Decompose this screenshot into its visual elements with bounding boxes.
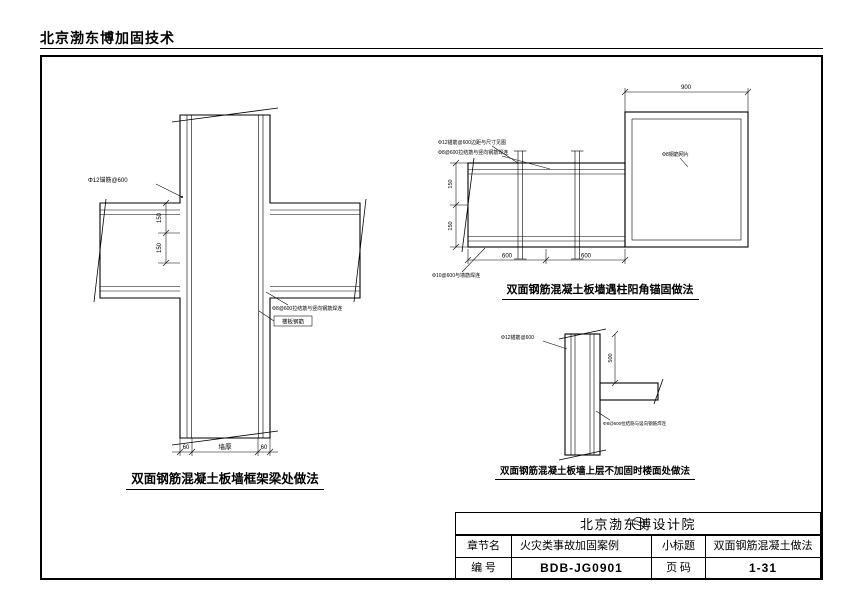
chapter-value: 火灾类事故加固案例 — [511, 535, 651, 557]
wall-layer-lines — [468, 169, 625, 242]
design-institute-logo-icon — [631, 516, 645, 531]
dim-150-lower: 150 — [157, 242, 163, 253]
left-dimension-150s — [450, 159, 468, 251]
drawing-border-frame — [40, 55, 823, 580]
tie-bar-leader — [265, 291, 289, 306]
wall-plan-strip — [467, 162, 626, 248]
break-lines — [558, 328, 664, 461]
column-plan-section — [624, 111, 749, 248]
anchor-bar-label: Φ12锚筋@600边距与尺寸见图 — [438, 139, 506, 146]
tie-bar-leader — [595, 410, 611, 421]
title-block: 北京渤东博设计院 章节名 火灾类事故加固案例 小标题 双面钢筋混凝土做法 编 号… — [455, 512, 821, 579]
page-label: 页 码 — [651, 557, 705, 579]
weld-leader — [461, 247, 486, 273]
floor-level-caption: 双面钢筋混凝土板墙上层不加固时楼面处做法 — [460, 463, 730, 480]
top-dimension-900 — [621, 88, 752, 112]
weld-label: Φ10@600与墙筋焊连 — [432, 272, 480, 279]
dim-500: 500 — [608, 353, 614, 362]
dim-wall-thickness: 墙厚 — [219, 442, 233, 451]
dim-60-right: 60 — [261, 445, 268, 451]
frame-beam-detail-drawing: 150 150 60 墙厚 60 Φ12锚筋@600 Φ8@600拉结筋与竖向钢… — [88, 107, 367, 456]
column-corner-caption: 双面钢筋混凝土板墙遇柱阳角锚固做法 — [445, 281, 755, 300]
anchor-bar-label: Φ12锚筋@600 — [501, 334, 534, 341]
subtitle-value: 双面钢筋混凝土做法 — [705, 535, 820, 557]
header-rule — [40, 48, 823, 49]
mesh-leader — [679, 157, 689, 168]
reinforcement-layer-lines — [100, 115, 360, 438]
tie-bar-leader — [501, 155, 551, 170]
reinforcement-layer-lines — [570, 334, 595, 455]
tie-bar-label: Φ8@600拉结筋与竖向钢筋焊连 — [438, 149, 508, 156]
frame-beam-caption: 双面钢筋混凝土板墙框架梁处做法 — [75, 468, 375, 490]
column-corner-detail-drawing: 900 600 600 150 150 Φ12锚筋@600边距与尺寸见图 Φ8@… — [432, 85, 752, 279]
bottom-dimension-wall-thickness — [172, 438, 278, 456]
break-lines — [93, 107, 367, 446]
tie-bar-label: Φ8@600拉结筋与竖向钢筋焊连 — [272, 305, 342, 312]
title-block-table: 章节名 火灾类事故加固案例 小标题 双面钢筋混凝土做法 编 号 BDB-JG09… — [456, 535, 820, 579]
page-number-value: 1-31 — [705, 557, 820, 579]
tie-bar-label: Φ8@600拉结筋与竖向钢筋焊连 — [603, 420, 667, 427]
floor-slab-section — [599, 382, 659, 401]
slab-bar-label: 楼板钢筋 — [282, 318, 305, 326]
dim-150-upper: 150 — [448, 179, 454, 188]
dim-150-lower: 150 — [448, 221, 454, 230]
right-dimension-500 — [600, 330, 621, 387]
subtitle-label: 小标题 — [651, 535, 705, 557]
wall-beam-cross-section — [99, 114, 361, 439]
anchor-bar-leader — [491, 145, 519, 164]
dim-60-left: 60 — [183, 445, 190, 451]
dim-600-left: 600 — [502, 254, 513, 260]
sheet-header-title: 北京渤东博加固技术 — [40, 32, 175, 47]
slab-bar-leader — [258, 310, 275, 322]
drawing-number-value: BDB-JG0901 — [511, 557, 651, 579]
wall-section — [564, 333, 601, 456]
dim-150-upper: 150 — [157, 212, 163, 223]
anchor-bar-label: Φ12锚筋@600 — [88, 176, 128, 184]
anchor-bar-leader — [155, 183, 183, 198]
bottom-dimension-600s — [464, 249, 629, 264]
column-inner-reinforcement — [631, 118, 742, 241]
floor-level-detail-drawing: Φ12锚筋@600 500 Φ8@600拉结筋与竖向钢筋焊连 — [501, 328, 667, 461]
dim-600-right: 600 — [581, 254, 592, 260]
mesh-label: Φ8钢筋网片 — [662, 151, 689, 158]
anchor-bar-sets — [514, 150, 584, 260]
side-dimension-150 — [158, 199, 180, 267]
anchor-bar-leader — [542, 340, 568, 350]
number-label: 编 号 — [456, 557, 511, 579]
leader-dot — [181, 196, 183, 198]
title-block-company-row: 北京渤东博设计院 — [456, 513, 820, 535]
chapter-label: 章节名 — [456, 535, 511, 557]
dim-900: 900 — [681, 85, 692, 91]
